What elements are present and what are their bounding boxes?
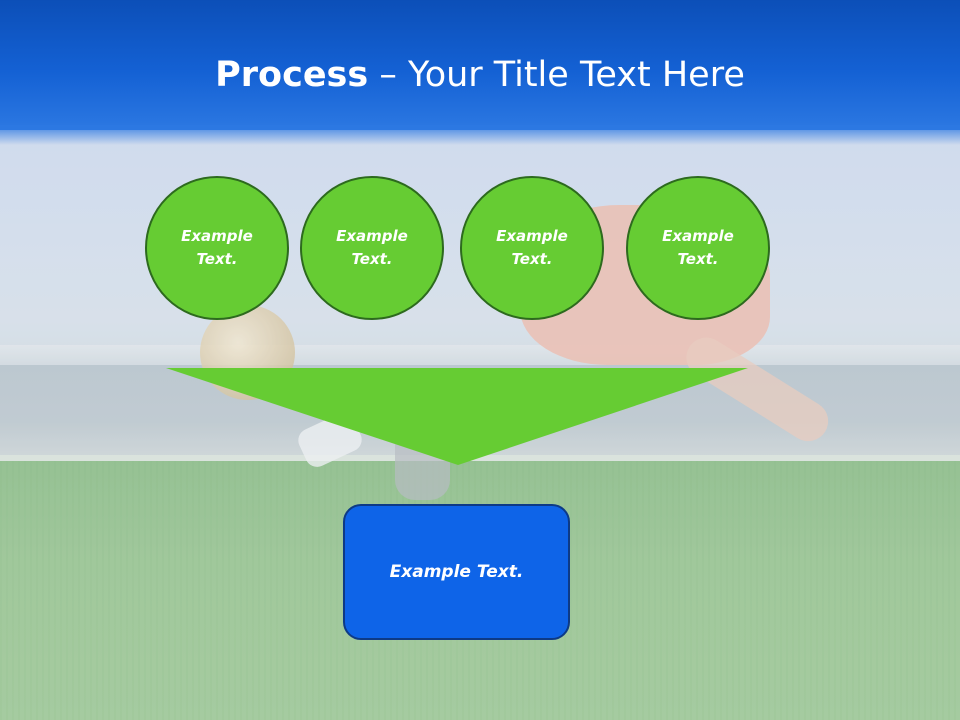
circle-4-line1: Example [662,227,734,245]
slide-title[interactable]: Process – Your Title Text Here [0,52,960,98]
title-rest: – Your Title Text Here [368,55,745,95]
circle-2-line2: Text. [351,250,393,268]
circle-2-line1: Example [336,227,408,245]
circle-1-line1: Example [181,227,253,245]
circle-4-line2: Text. [677,250,719,268]
title-bold: Process [215,55,369,95]
circle-3-line2: Text. [511,250,553,268]
circle-1-line2: Text. [196,250,238,268]
result-text: Example Text. [389,562,524,582]
circle-3-line1: Example [496,227,568,245]
pitch-boundary-line [0,455,960,461]
result-box[interactable]: Example Text. [343,504,570,640]
header-bar [0,0,960,130]
header-fade [0,125,960,145]
funnel-triangle [166,368,748,465]
